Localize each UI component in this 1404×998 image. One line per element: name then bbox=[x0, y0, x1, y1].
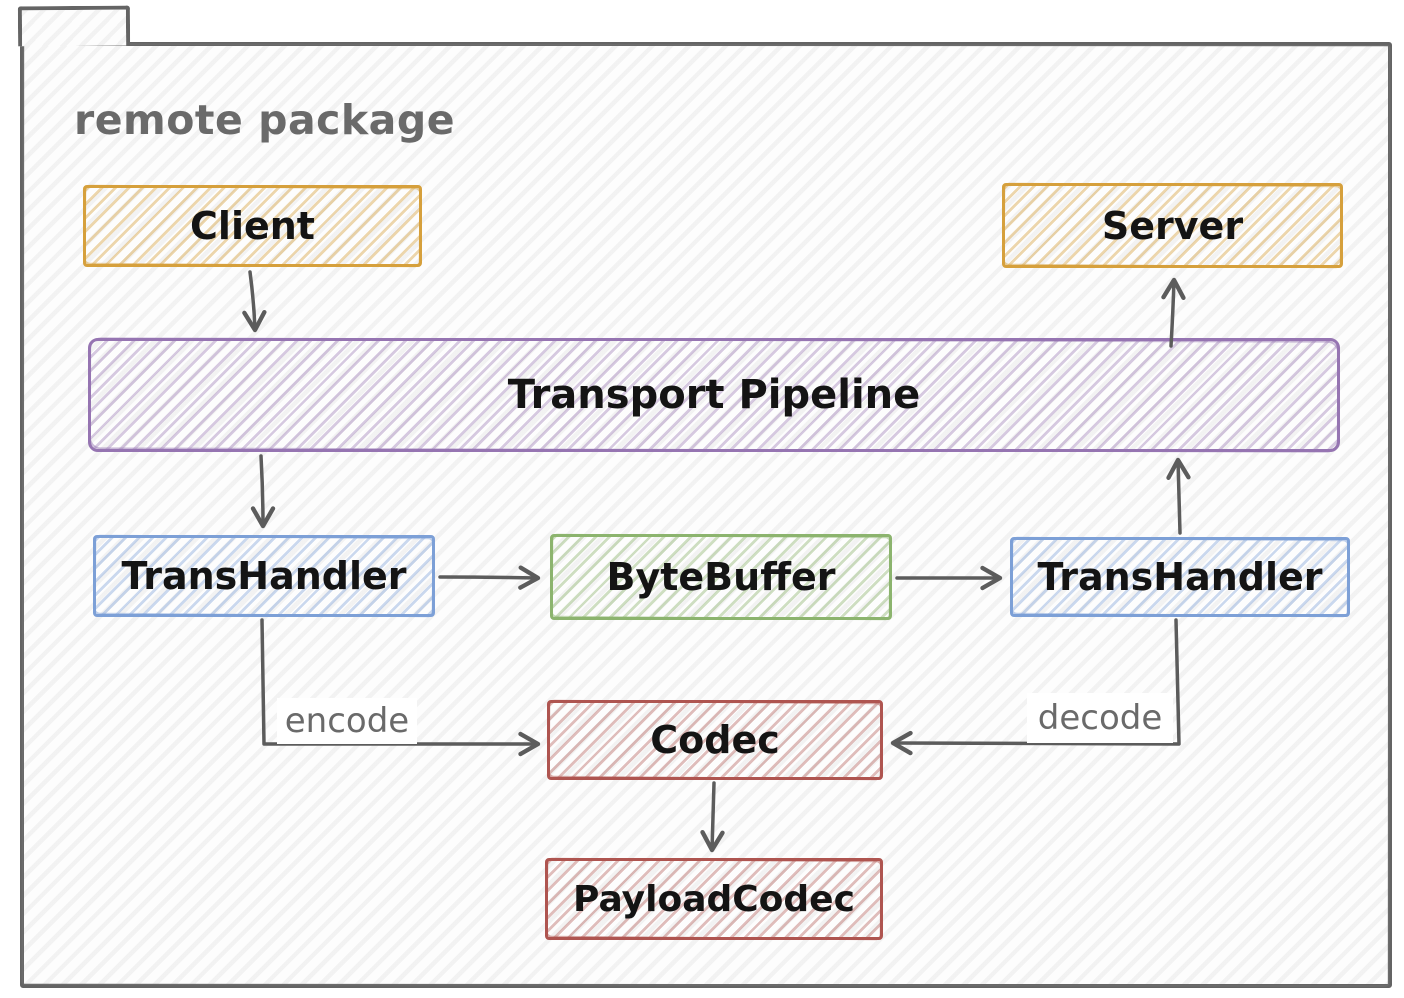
node-transport-pipeline: Transport Pipeline bbox=[88, 338, 1340, 452]
node-codec-label: Codec bbox=[650, 718, 780, 762]
edge-label-decode: decode bbox=[1027, 693, 1173, 743]
node-bytebuffer: ByteBuffer bbox=[550, 534, 892, 620]
edge-label-encode: encode bbox=[277, 698, 417, 744]
package-title: remote package bbox=[74, 96, 456, 144]
node-transhandler-left-label: TransHandler bbox=[121, 554, 407, 598]
node-server: Server bbox=[1002, 183, 1343, 268]
node-codec: Codec bbox=[547, 700, 883, 780]
package-tab bbox=[17, 5, 131, 47]
node-transhandler-right: TransHandler bbox=[1010, 537, 1350, 617]
node-payloadcodec-label: PayloadCodec bbox=[573, 878, 855, 920]
node-transhandler-left: TransHandler bbox=[93, 535, 435, 617]
node-client: Client bbox=[83, 185, 422, 267]
node-payloadcodec: PayloadCodec bbox=[545, 858, 883, 940]
node-client-label: Client bbox=[190, 204, 315, 248]
node-server-label: Server bbox=[1101, 203, 1244, 248]
node-transport-pipeline-label: Transport Pipeline bbox=[507, 372, 921, 418]
node-bytebuffer-label: ByteBuffer bbox=[606, 555, 836, 599]
node-transhandler-right-label: TransHandler bbox=[1037, 555, 1323, 599]
